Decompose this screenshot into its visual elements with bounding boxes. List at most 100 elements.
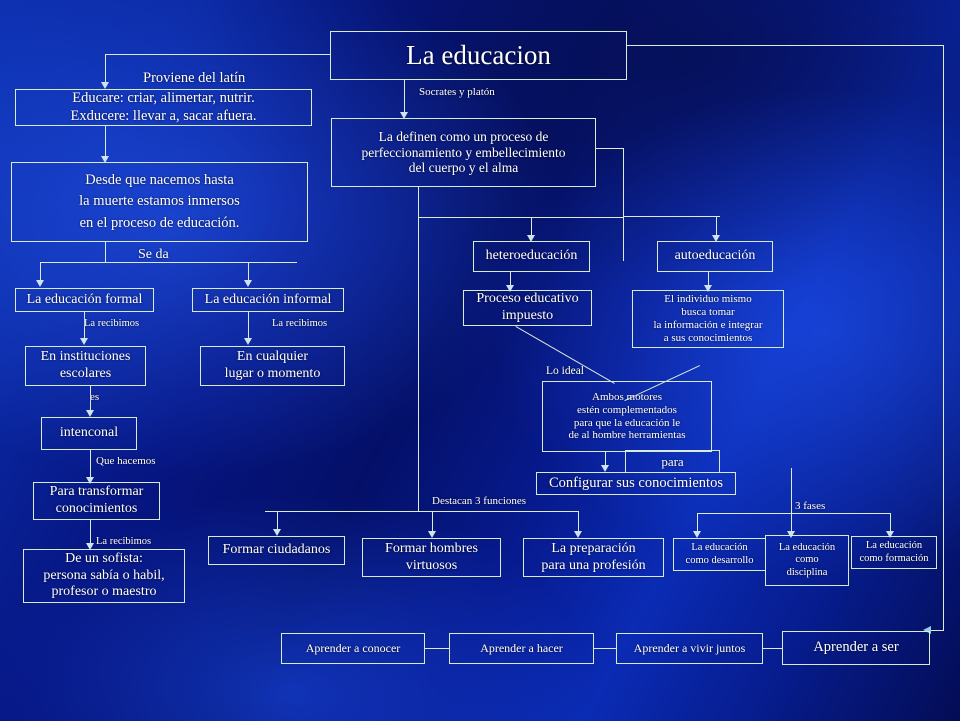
node-definen-proceso[interactable]: La definen como un proceso de perfeccion… (331, 118, 596, 187)
node-educacion-como-formacion[interactable]: La educación como formación (851, 536, 937, 569)
ambos-line-3: para que la educación le (573, 416, 681, 429)
connector-transformar-to-sofista (90, 520, 91, 546)
connector-instituciones-to-intenconal (90, 386, 91, 413)
node-aprender-a-conocer[interactable]: Aprender a conocer (281, 633, 425, 664)
connector-title-to-right-rail (627, 45, 944, 46)
node-latin-origin[interactable]: Educare: criar, alimertar, nutrir. Exduc… (15, 89, 312, 126)
arrow-into-heteroeducacion (527, 235, 535, 242)
connector-right-rail-to-aprender-ser (930, 630, 944, 631)
arrow-into-configurar (601, 465, 609, 472)
connector-latin-to-desde (105, 125, 106, 161)
connector-fases-to-formacion (890, 513, 891, 535)
sofista-line-1: De un sofista: (65, 551, 143, 567)
para-text: para (661, 453, 684, 469)
desde-line-3: en el proceso de educación. (79, 214, 240, 231)
instituciones-line-2: escolares (59, 366, 112, 381)
node-ambos-motores[interactable]: Ambos motores estén complementados para … (542, 381, 712, 452)
node-intenconal[interactable]: intenconal (41, 417, 137, 450)
arrow-into-transformar (86, 477, 94, 484)
hetero-text: heteroeducación (485, 248, 578, 264)
formar-hombres-line-2: virtuosos (405, 557, 458, 573)
proceso-line-1: Proceso educativo (476, 291, 579, 307)
link-label-la-recibimos-informal: La recibimos (272, 318, 328, 329)
intenconal-text: intenconal (59, 425, 119, 441)
individuo-line-2: busca tomar (681, 306, 735, 319)
link-label-se-da: Se da (138, 247, 169, 262)
formar-ciudadanos-text: Formar ciudadanos (222, 542, 331, 558)
connector-seda-to-informal (248, 262, 249, 282)
node-aprender-a-vivir-juntos[interactable]: Aprender a vivir juntos (616, 633, 763, 664)
arrow-into-cualquier (244, 338, 252, 345)
transformar-line-2: conocimientos (55, 501, 138, 516)
connector-auto-to-individuo (708, 272, 709, 289)
node-formar-hombres-virtuosos[interactable]: Formar hombres virtuosos (362, 538, 501, 577)
node-para-connector-box[interactable]: para (625, 450, 720, 473)
arrow-into-como-desarrollo (693, 531, 701, 538)
node-cualquier-lugar[interactable]: En cualquier lugar o momento (200, 346, 345, 386)
connector-formal-to-instituciones (84, 312, 85, 341)
node-proceso-educativo-impuesto[interactable]: Proceso educativo impuesto (463, 290, 592, 326)
desarrollo-line-2: como desarrollo (685, 554, 754, 566)
arrow-into-educacion-informal (244, 280, 252, 287)
individuo-line-4: a sus conocimientos (663, 331, 753, 344)
node-educacion-formal[interactable]: La educación formal (15, 288, 154, 312)
connector-fases-to-desarrollo (697, 513, 698, 535)
node-individuo-mismo[interactable]: El individuo mismo busca tomar la inform… (632, 290, 784, 348)
arrow-into-instituciones (80, 338, 88, 345)
arrow-into-preparacion (574, 531, 582, 538)
definen-line-3: del cuerpo y el alma (408, 160, 519, 176)
node-desde-nacemos[interactable]: Desde que nacemos hasta la muerte estamo… (11, 162, 308, 242)
aprender-conocer-text: Aprender a conocer (305, 641, 401, 656)
connector-informal-to-cualquier (248, 312, 249, 341)
arrow-into-intenconal (86, 410, 94, 417)
connector-bar-to-hetero (531, 217, 532, 239)
node-heteroeducacion[interactable]: heteroeducación (473, 241, 590, 272)
node-educacion-como-desarrollo[interactable]: La educación como desarrollo (673, 538, 766, 571)
connector-title-left-stub (105, 54, 122, 55)
connector-seda-to-formal (40, 262, 41, 282)
connector-title-to-latin-horizontal (121, 54, 331, 55)
connector-hacer-to-vivir (593, 648, 617, 649)
node-aprender-a-ser[interactable]: Aprender a ser (782, 631, 930, 665)
cualquier-line-1: En cualquier (236, 349, 309, 365)
connector-vivir-to-ser (762, 648, 783, 649)
node-aprender-a-hacer[interactable]: Aprender a hacer (449, 633, 594, 664)
node-educacion-como-disciplina[interactable]: La educación como disciplina (765, 535, 849, 586)
connector-hetero-auto-bar (418, 217, 624, 218)
instituciones-line-1: En instituciones (40, 349, 131, 365)
connector-destacan-to-preparacion (578, 511, 579, 535)
node-educacion-informal[interactable]: La educación informal (192, 288, 344, 312)
preparacion-line-2: para una profesión (541, 557, 646, 573)
link-label-es: es (90, 391, 100, 403)
arrow-into-proceso-educativo (506, 285, 514, 292)
connector-right-rail-vertical (943, 45, 944, 630)
arrow-into-aprender-a-ser (923, 626, 931, 634)
arrow-into-como-formacion (886, 531, 894, 538)
latin-line-1: Educare: criar, alimertar, nutrir. (72, 90, 255, 107)
link-label-que-hacemos: Que hacemos (96, 455, 156, 467)
connector-destacan-to-ciudadanos (277, 511, 278, 533)
node-autoeducacion[interactable]: autoeducación (657, 241, 773, 272)
desarrollo-line-1: La educación (691, 542, 748, 554)
connector-configurar-to-fases (791, 468, 792, 514)
node-configurar-conocimientos[interactable]: Configurar sus conocimientos (536, 472, 736, 495)
ambos-line-2: estén complementados (577, 403, 677, 416)
node-instituciones-escolares[interactable]: En instituciones escolares (25, 346, 146, 386)
connector-auto-rail-vertical (623, 148, 624, 261)
desde-line-2: la muerte estamos inmersos (79, 193, 240, 210)
configurar-text: Configurar sus conocimientos (549, 474, 723, 491)
node-preparacion-profesion[interactable]: La preparación para una profesión (523, 538, 664, 577)
ambos-line-4: de al hombre herramientas (568, 429, 686, 442)
definen-line-2: perfeccionamiento y embellecimiento (361, 144, 566, 160)
link-label-la-recibimos-sofista: La recibimos (96, 536, 152, 547)
link-label-lo-ideal: Lo ideal (546, 365, 584, 377)
informal-text: La educación informal (204, 291, 332, 307)
link-label-socrates-y-platon: Socrates y platón (419, 86, 495, 98)
node-de-un-sofista[interactable]: De un sofista: persona sabía o habil, pr… (23, 549, 185, 603)
node-formar-ciudadanos[interactable]: Formar ciudadanos (208, 536, 345, 565)
node-para-transformar[interactable]: Para transformar conocimientos (33, 482, 160, 520)
node-title-la-educacion[interactable]: La educacion (330, 31, 627, 80)
aprender-hacer-text: Aprender a hacer (480, 641, 563, 656)
connector-seda-bar (40, 262, 297, 263)
